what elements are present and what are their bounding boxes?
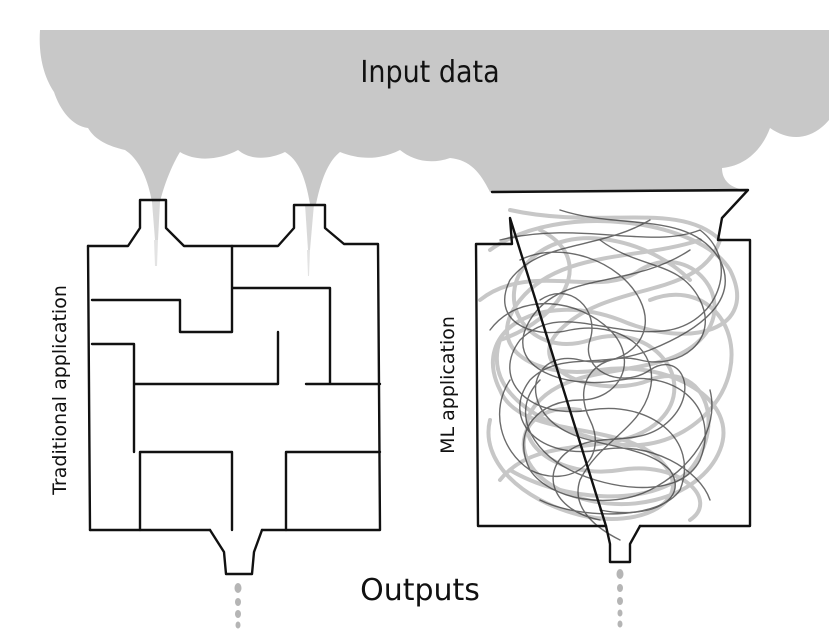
outputs-label: Outputs [360,573,480,608]
ml-output-neck [604,524,642,564]
traditional-output-neck [208,528,264,576]
traditional-application-box [86,198,382,629]
traditional-maze-walls [90,244,382,532]
traditional-output-drips [234,583,242,629]
ml-output-drips [616,569,624,628]
traditional-left-wall [86,244,92,532]
ml-application-box [474,188,752,628]
input-data-label: Input data [360,55,499,90]
traditional-application-label: Traditional application [49,285,71,496]
ml-tangle [478,208,739,541]
ml-application-label: ML application [437,316,459,454]
ml-box-outline [474,188,752,528]
traditional-box-outline [86,198,382,532]
input-data-cloud: Input data [39,30,829,276]
